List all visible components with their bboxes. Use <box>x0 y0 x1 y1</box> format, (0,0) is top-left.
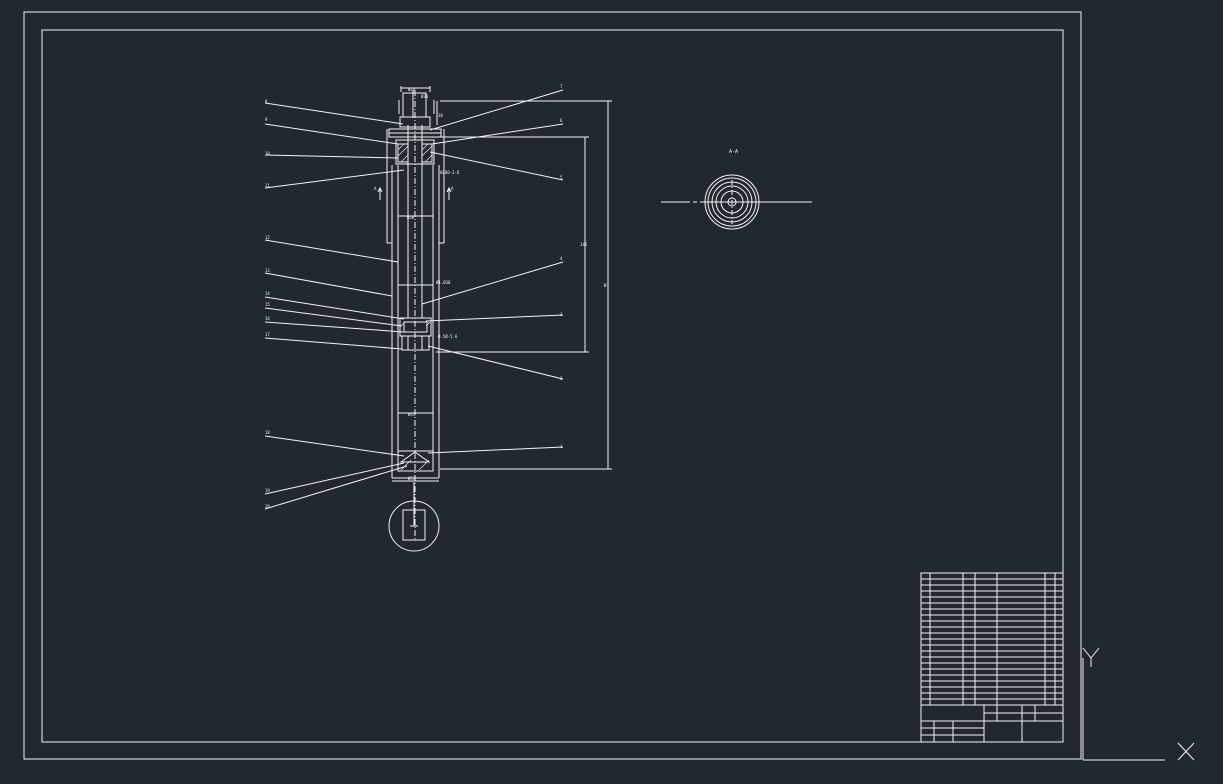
balloon-20: 20 <box>265 504 270 509</box>
dim-top-rod: Ø24 <box>408 87 416 92</box>
dim-top-small: 38 <box>438 113 443 118</box>
balloon-1: 1 <box>560 444 563 449</box>
balloon-5: 5 <box>560 175 563 180</box>
balloon-14: 14 <box>265 291 270 296</box>
dim-upper-tube: Ø38 <box>407 215 415 220</box>
dim-stroke: 145 <box>580 242 588 247</box>
balloon-15: 15 <box>265 302 270 307</box>
balloon-8: 8 <box>265 99 268 104</box>
ucs-icon: Y X <box>0 0 1194 760</box>
leaders-right <box>422 90 563 453</box>
dim-seal-dia: Ø30 <box>421 94 429 99</box>
balloon-9: 9 <box>265 117 268 122</box>
callout-b: Ø.5Ø-5.6 <box>438 334 458 339</box>
balloon-13: 13 <box>265 268 270 273</box>
balloon-6: 6 <box>560 118 563 123</box>
balloon-2: 2 <box>560 376 563 381</box>
balloon-7: 7 <box>560 84 563 89</box>
balloon-18: 18 <box>265 430 270 435</box>
overall-dimensions: Ø 145 38 <box>436 101 612 469</box>
sheet-border <box>24 12 1081 759</box>
balloon-3: 3 <box>560 312 563 317</box>
section-view-a-a: A-A <box>661 149 812 229</box>
dim-overall-length: Ø <box>604 283 607 288</box>
title-block[interactable] <box>921 573 1063 742</box>
balloon-12: 12 <box>265 235 270 240</box>
dim-bottom-outer: Ø55 <box>408 476 416 481</box>
balloons-left: 8 9 10 11 12 13 14 15 16 17 18 19 20 <box>265 99 270 509</box>
leaders-left <box>265 103 407 509</box>
section-mark-a-left: A <box>374 186 377 191</box>
balloon-17: 17 <box>265 332 270 337</box>
section-view-label: A-A <box>729 149 738 155</box>
balloon-19: 19 <box>265 488 270 493</box>
shock-absorber-section: Ø24 Ø30 A A <box>374 86 460 551</box>
dim-bottom-inner: Ø45 <box>408 412 416 417</box>
callout-a: 6080-3-D <box>440 170 460 175</box>
balloon-16: 16 <box>265 316 270 321</box>
section-mark-a-right: A <box>451 186 454 191</box>
balloons-right: 7 6 5 4 3 2 1 <box>560 84 563 449</box>
balloon-11: 11 <box>265 183 270 188</box>
balloon-10: 10 <box>265 151 270 156</box>
balloon-4: 4 <box>560 256 563 261</box>
dim-inner-tube: Ø1.Ø38 <box>436 280 451 285</box>
